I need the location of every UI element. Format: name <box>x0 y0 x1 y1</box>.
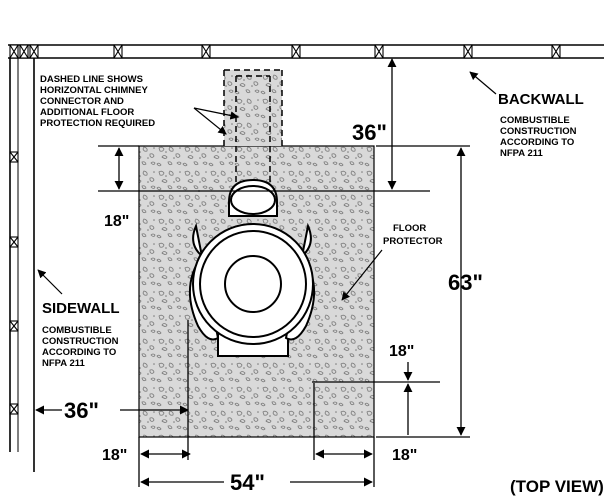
dashed-note-line-3: CONNECTOR AND <box>40 96 124 107</box>
floor-protector-label-2: PROTECTOR <box>383 236 443 247</box>
dimension-lines <box>35 58 470 487</box>
dim-right-extension: 18" <box>392 447 417 464</box>
dim-front-extension: 18" <box>389 343 414 360</box>
view-label: (TOP VIEW) <box>510 477 604 496</box>
backwall-desc-2: CONSTRUCTION <box>500 126 577 137</box>
backwall-structure <box>8 44 604 59</box>
dim-width: 54" <box>230 470 265 495</box>
backwall-studs <box>9 44 561 59</box>
sidewall-desc-4: NFPA 211 <box>42 358 85 369</box>
stove-burner-ring <box>224 255 282 313</box>
sidewall-studs <box>9 151 19 415</box>
backwall-title: BACKWALL <box>498 91 584 108</box>
chimney-connector-dashed <box>223 69 283 196</box>
sidewall-structure <box>9 58 35 472</box>
dim-left-extension: 18" <box>102 447 127 464</box>
sidewall-desc-1: COMBUSTIBLE <box>42 325 112 336</box>
dashed-note-line-2: HORIZONTAL CHIMNEY <box>40 85 149 96</box>
backwall-desc-4: NFPA 211 <box>500 148 543 159</box>
floor-protector-label-1: FLOOR <box>393 223 426 234</box>
dashed-note-line-4: ADDITIONAL FLOOR <box>40 107 134 118</box>
stove <box>188 178 316 357</box>
dashed-note-line-5: PROTECTION REQUIRED <box>40 118 155 129</box>
backwall-desc-3: ACCORDING TO <box>500 137 574 148</box>
dim-side-clearance: 36" <box>64 398 99 423</box>
leader-arrows <box>37 71 497 301</box>
sidewall-desc-3: ACCORDING TO <box>42 347 116 358</box>
sidewall-title: SIDEWALL <box>42 300 120 317</box>
dim-back-clearance: 36" <box>352 120 387 145</box>
dim-rear-extension: 18" <box>104 213 129 230</box>
dim-depth: 63" <box>448 270 483 295</box>
dashed-note-line-1: DASHED LINE SHOWS <box>40 74 143 85</box>
sidewall-desc-2: CONSTRUCTION <box>42 336 119 347</box>
backwall-desc-1: COMBUSTIBLE <box>500 115 570 126</box>
